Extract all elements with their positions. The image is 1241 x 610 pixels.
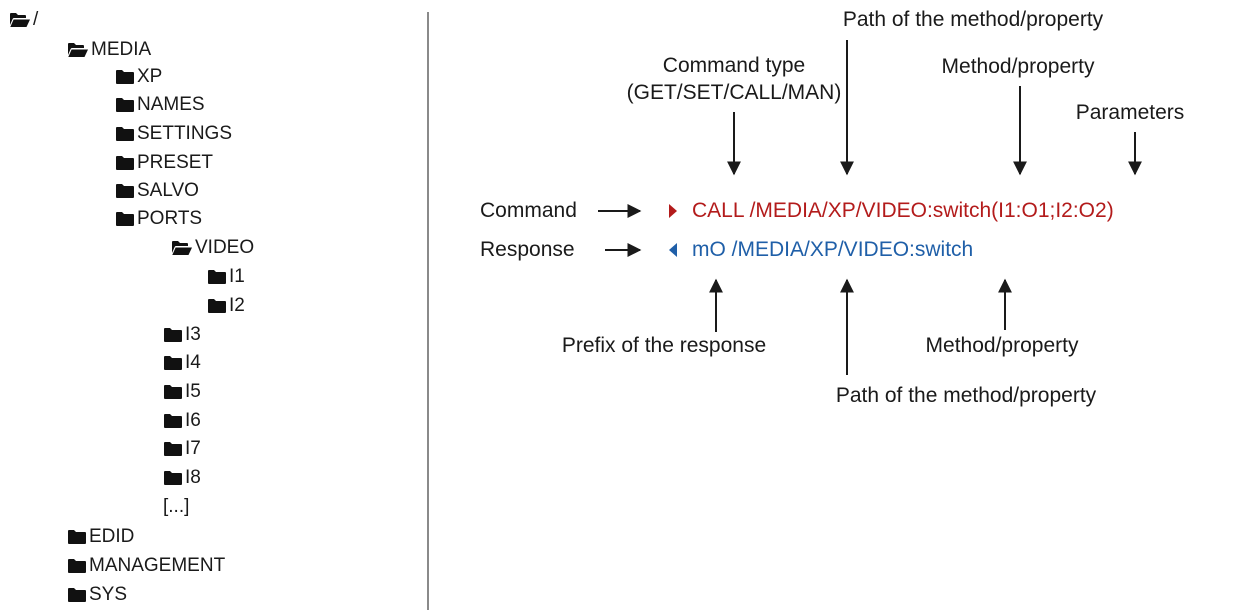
folder-icon	[115, 183, 137, 199]
tree-item[interactable]: NAMES	[115, 92, 205, 118]
tree-item-label: XP	[137, 66, 163, 87]
tree-item-label: SETTINGS	[137, 123, 233, 144]
tree-item-label: VIDEO	[195, 237, 255, 258]
tree-item-label: I1	[229, 266, 245, 287]
tree-item[interactable]: SALVO	[115, 178, 199, 204]
parameters-label: Parameters	[1075, 101, 1185, 124]
tree-item[interactable]: SETTINGS	[115, 121, 232, 147]
tree-item[interactable]: [...]	[163, 494, 189, 520]
tree-item[interactable]: I5	[163, 379, 201, 405]
folder-icon	[207, 269, 229, 285]
response-label: Response	[480, 238, 575, 261]
tree-item-label: SYS	[89, 584, 128, 605]
folder-icon	[115, 69, 137, 85]
vertical-divider	[427, 12, 429, 610]
tree-item-label: [...]	[163, 496, 190, 517]
tree-root[interactable]: /	[9, 7, 38, 33]
tree-item[interactable]: I2	[207, 293, 245, 319]
tree-item-label: I2	[229, 295, 245, 316]
folder-icon	[67, 558, 89, 574]
tree-item[interactable]: XP	[115, 64, 162, 90]
tree-item-label: /	[33, 9, 39, 30]
tree-item[interactable]: VIDEO	[171, 235, 254, 261]
tree-item[interactable]: I4	[163, 350, 201, 376]
tree-item-label: NAMES	[137, 94, 205, 115]
tree-item[interactable]: MANAGEMENT	[67, 553, 225, 579]
command-type-label-line1: Command type	[662, 54, 806, 77]
tree-item-label: PRESET	[137, 152, 214, 173]
tree-item-label: MEDIA	[91, 39, 152, 60]
folder-icon	[163, 384, 185, 400]
tree-item-label: EDID	[89, 526, 135, 547]
folder-icon	[67, 587, 89, 603]
folder-icon	[163, 327, 185, 343]
folder-icon	[115, 211, 137, 227]
tree-item[interactable]: I8	[163, 465, 201, 491]
tree-item[interactable]: I3	[163, 322, 201, 348]
folder-icon	[163, 413, 185, 429]
folder-icon	[207, 298, 229, 314]
folder-icon	[115, 97, 137, 113]
command-label: Command	[480, 199, 577, 222]
tree-item-label: MANAGEMENT	[89, 555, 226, 576]
tree-item-label: I3	[185, 324, 201, 345]
tree-item[interactable]: SYS	[67, 582, 127, 608]
folder-icon	[163, 470, 185, 486]
method-bottom-label: Method/property	[925, 334, 1079, 357]
folder-icon	[163, 355, 185, 371]
folder-icon	[67, 529, 89, 545]
tree-item[interactable]: PORTS	[115, 206, 202, 232]
prefix-label: Prefix of the response	[561, 334, 767, 357]
path-top-label: Path of the method/property	[842, 8, 1104, 31]
folder-icon	[163, 441, 185, 457]
tree-item-label: I8	[185, 467, 201, 488]
tree-item[interactable]: PRESET	[115, 150, 213, 176]
folder-icon	[115, 155, 137, 171]
tree-item-label: I5	[185, 381, 201, 402]
path-bottom-label: Path of the method/property	[835, 384, 1097, 407]
tree-item[interactable]: I1	[207, 264, 245, 290]
left-triangle-icon	[669, 243, 677, 257]
folder-open-icon	[9, 12, 33, 28]
method-top-label: Method/property	[941, 55, 1095, 78]
tree-item-label: SALVO	[137, 180, 199, 201]
tree-item-label: PORTS	[137, 208, 203, 229]
tree-item[interactable]: I6	[163, 408, 201, 434]
tree-item[interactable]: EDID	[67, 524, 134, 550]
right-triangle-icon	[669, 204, 677, 218]
tree-item[interactable]: I7	[163, 436, 201, 462]
folder-open-icon	[171, 240, 195, 256]
tree-item-label: I7	[185, 438, 201, 459]
folder-open-icon	[67, 42, 91, 58]
response-text: mO /MEDIA/XP/VIDEO:switch	[692, 238, 974, 261]
command-type-label-line2: (GET/SET/CALL/MAN)	[626, 81, 842, 104]
tree-item-label: I6	[185, 410, 201, 431]
tree-item-label: I4	[185, 352, 201, 373]
folder-icon	[115, 126, 137, 142]
command-text: CALL /MEDIA/XP/VIDEO:switch(I1:O1;I2:O2)	[692, 199, 1114, 222]
tree-item[interactable]: MEDIA	[67, 37, 151, 63]
